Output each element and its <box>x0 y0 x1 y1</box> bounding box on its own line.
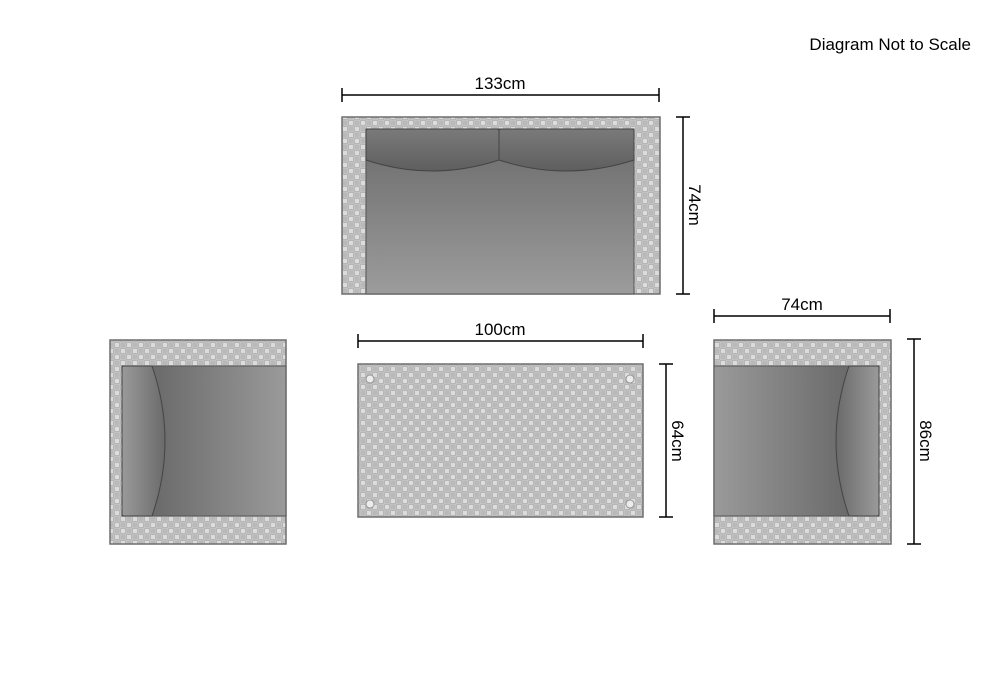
sofa-back-cushion-right <box>498 128 635 172</box>
table-glass-pad <box>365 374 375 384</box>
sofa-width-dimension: 133cm <box>341 74 660 102</box>
table-glass-pad <box>625 499 635 509</box>
table-depth-dimension: 64cm <box>659 363 687 518</box>
coffee-table <box>357 363 644 518</box>
chair-width-dimension: 74cm <box>713 295 891 323</box>
sofa-width-label: 133cm <box>474 74 525 93</box>
right-chair <box>713 339 892 545</box>
chair-depth-label: 86cm <box>916 420 935 462</box>
sofa-depth-label: 74cm <box>685 184 704 226</box>
table-width-dimension: 100cm <box>357 320 644 348</box>
not-to-scale-note: Diagram Not to Scale <box>809 35 971 54</box>
table-glass-pad <box>625 374 635 384</box>
chair-width-label: 74cm <box>781 295 823 314</box>
table-width-label: 100cm <box>474 320 525 339</box>
sofa-depth-dimension: 74cm <box>676 116 704 295</box>
table-glass-pad <box>365 499 375 509</box>
left-chair-back-cushion <box>121 365 166 517</box>
chair-depth-dimension: 86cm <box>907 338 935 545</box>
table-depth-label: 64cm <box>668 420 687 462</box>
sofa-back-cushion-left <box>365 128 500 172</box>
sofa <box>341 116 661 295</box>
left-chair <box>109 339 287 545</box>
right-chair-back-cushion <box>835 365 880 517</box>
table-top <box>357 363 644 518</box>
